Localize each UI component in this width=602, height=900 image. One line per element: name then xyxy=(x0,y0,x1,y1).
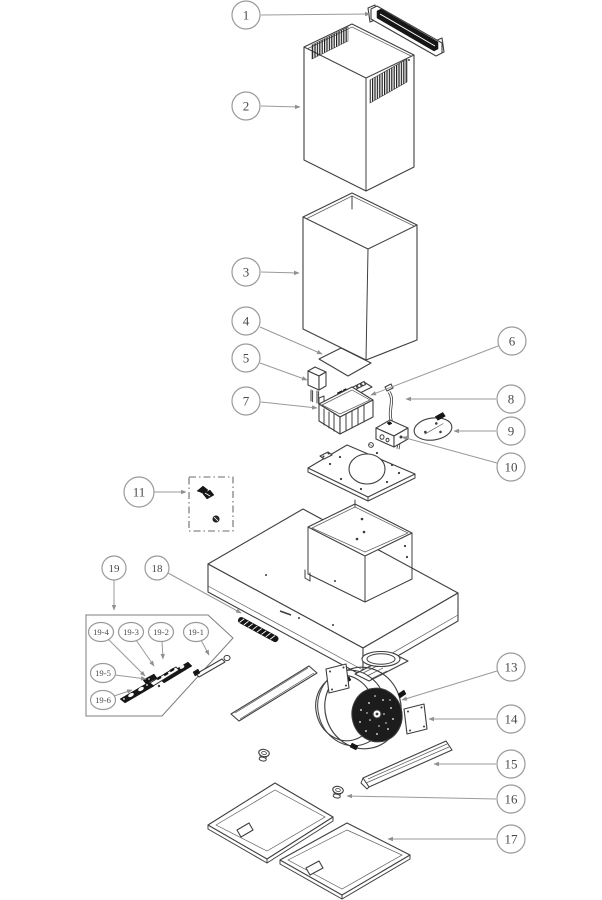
svg-text:19-2: 19-2 xyxy=(153,627,169,637)
part-side-plate-right xyxy=(403,703,428,735)
leader-lines xyxy=(107,11,499,842)
part-light-strip xyxy=(237,617,279,643)
part-19-6-strip xyxy=(119,681,155,704)
leader-19-1 xyxy=(200,639,210,656)
leader-18 xyxy=(167,572,242,614)
callout-19-2: 19-2 xyxy=(147,621,175,643)
part-terminal-housing xyxy=(318,386,374,435)
part-hood-canopy xyxy=(207,499,459,677)
svg-text:7: 7 xyxy=(243,394,250,409)
part-junction-box xyxy=(368,419,409,448)
leader-10 xyxy=(401,436,498,464)
callout-19-3: 19-3 xyxy=(117,621,145,643)
callout-9: 9 xyxy=(496,416,526,446)
callout-16: 16 xyxy=(496,784,526,814)
leader-19-5 xyxy=(114,674,147,681)
callout-19: 19 xyxy=(101,555,127,581)
svg-text:9: 9 xyxy=(508,424,515,439)
vent-slots-right xyxy=(369,58,408,104)
part-top-plate xyxy=(307,444,416,502)
callout-8: 8 xyxy=(496,384,526,414)
svg-text:19: 19 xyxy=(109,563,121,575)
leader-6 xyxy=(370,345,499,396)
svg-text:2: 2 xyxy=(243,99,250,114)
svg-text:4: 4 xyxy=(243,314,250,329)
callout-17: 17 xyxy=(496,824,526,854)
leader-4 xyxy=(259,326,323,355)
fan-mesh-speckles xyxy=(359,695,394,735)
callout-19-4: 19-4 xyxy=(87,621,115,643)
svg-text:13: 13 xyxy=(505,660,518,675)
part-19-4-strip xyxy=(142,673,161,688)
svg-text:1: 1 xyxy=(243,8,250,23)
part-fastener-knob-b xyxy=(330,784,345,800)
callout-13: 13 xyxy=(496,652,526,682)
part-switch-kit-group xyxy=(85,614,234,717)
part-19-1-rod xyxy=(192,654,231,678)
part-filter-rail-left xyxy=(230,665,318,722)
leader-19-2 xyxy=(160,640,165,660)
callout-5: 5 xyxy=(231,343,261,373)
callout-15: 15 xyxy=(496,749,526,779)
svg-text:15: 15 xyxy=(505,757,518,772)
part-damper-flap xyxy=(413,412,453,441)
svg-text:8: 8 xyxy=(508,392,515,407)
leader-5 xyxy=(259,362,308,381)
part-filter-panel-b xyxy=(279,822,411,900)
part-fastener-kit-box xyxy=(188,476,234,532)
part-cover-plate xyxy=(318,347,372,377)
part-fastener-knob-a xyxy=(256,747,271,763)
svg-text:11: 11 xyxy=(133,485,146,500)
leader-2 xyxy=(260,104,301,110)
svg-text:17: 17 xyxy=(505,832,519,847)
vent-slots-left xyxy=(311,26,349,60)
part-upper-chimney xyxy=(303,23,415,192)
callout-10: 10 xyxy=(496,452,526,482)
leader-16 xyxy=(346,793,497,800)
svg-text:10: 10 xyxy=(505,460,518,475)
callout-18: 18 xyxy=(144,555,170,581)
callout-3: 3 xyxy=(231,257,261,287)
part-side-plate-left xyxy=(325,663,350,694)
leader-19-4 xyxy=(107,638,146,677)
svg-text:19-3: 19-3 xyxy=(123,627,139,637)
callouts: 1 2 3 4 5 6 7 8 9 10 11 13 14 15 16 17 1… xyxy=(87,0,527,854)
leader-7 xyxy=(260,401,318,410)
leader-19-3 xyxy=(135,639,155,667)
svg-text:6: 6 xyxy=(509,334,516,349)
leader-13 xyxy=(401,670,498,701)
svg-text:19-4: 19-4 xyxy=(93,627,109,637)
callout-19-1: 19-1 xyxy=(182,621,210,643)
svg-text:3: 3 xyxy=(243,265,250,280)
part-filter-rail-right xyxy=(360,740,453,790)
svg-text:14: 14 xyxy=(505,712,519,727)
part-19-2-strip xyxy=(159,661,193,684)
callout-1: 1 xyxy=(231,0,261,30)
svg-text:18: 18 xyxy=(152,563,164,575)
svg-text:19-6: 19-6 xyxy=(95,695,111,705)
part-lower-chimney xyxy=(302,192,418,361)
part-blower-assembly xyxy=(315,650,409,751)
part-filter-panel-a xyxy=(207,782,334,864)
svg-text:19-1: 19-1 xyxy=(188,627,204,637)
callout-14: 14 xyxy=(496,704,526,734)
leader-1 xyxy=(260,11,371,17)
callout-7: 7 xyxy=(231,386,261,416)
callout-19-6: 19-6 xyxy=(89,689,117,711)
part-plenum-box xyxy=(304,499,413,603)
leader-19-6 xyxy=(113,689,133,697)
callout-11: 11 xyxy=(123,476,155,508)
leader-3 xyxy=(260,270,300,276)
svg-text:19-5: 19-5 xyxy=(95,668,111,678)
callout-4: 4 xyxy=(231,306,261,336)
callout-6: 6 xyxy=(497,326,527,356)
part-capacitor xyxy=(307,366,327,405)
callout-19-5: 19-5 xyxy=(89,662,117,684)
part-mounting-bracket xyxy=(367,4,445,57)
svg-text:16: 16 xyxy=(505,792,519,807)
callout-2: 2 xyxy=(231,91,261,121)
svg-text:5: 5 xyxy=(243,351,250,366)
